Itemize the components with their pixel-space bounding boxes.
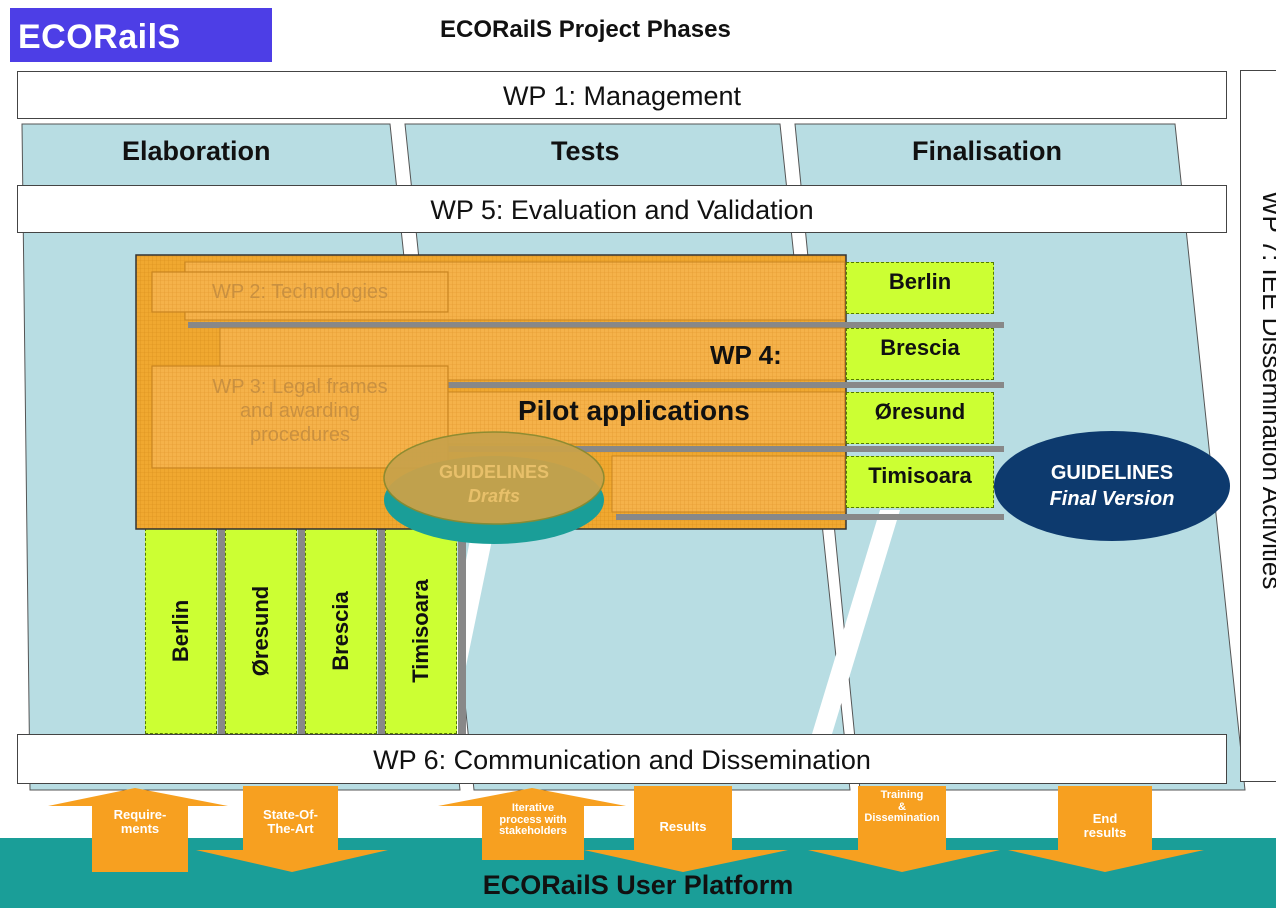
- strip-shadow: [616, 514, 1004, 520]
- guidelines-final-line: GUIDELINES: [1050, 462, 1174, 484]
- wp4-sublabel: Pilot applications: [518, 395, 750, 426]
- city-box-oresund: Øresund: [846, 392, 994, 444]
- arrow-label-line: Training: [880, 789, 924, 801]
- arrow-label-line: Iterative: [511, 802, 555, 814]
- column-shadow: [298, 528, 306, 734]
- wp4-strip-timisoara: [611, 455, 846, 513]
- arrow-label-requirements: Require- ments: [92, 808, 188, 835]
- strip-shadow: [448, 446, 1004, 452]
- wp2-box: [151, 271, 449, 313]
- arrow-up-iterative: [438, 788, 626, 860]
- arrow-up-requirements: [48, 788, 228, 872]
- strip-shadow: [222, 382, 1004, 388]
- arrow-label-line: results: [1083, 824, 1127, 840]
- column-shadow: [218, 528, 226, 734]
- city-box-berlin: Berlin: [846, 262, 994, 314]
- phase-elaboration: Elaboration: [122, 136, 271, 166]
- wp3-label-line: WP 3: Legal frames: [212, 376, 388, 398]
- arrow-label-state-of-the-art: State-Of- The-Art: [243, 808, 338, 835]
- user-platform-label: ECORailS User Platform: [482, 870, 794, 900]
- guidelines-draft-line: GUIDELINES: [438, 462, 549, 482]
- arrow-down-results: [584, 786, 788, 872]
- arrow-label-line: stakeholders: [499, 825, 567, 838]
- arrow-label-line: &: [898, 800, 906, 813]
- wp3-label-line: procedures: [249, 424, 351, 446]
- arrow-label-line: Require-: [113, 807, 167, 822]
- arrow-down-state-of-the-art: [196, 786, 388, 872]
- city-box-brescia: Brescia: [846, 328, 994, 380]
- wp1-management-bar: WP 1: Management: [17, 71, 1227, 119]
- guidelines-final-ellipse: [994, 431, 1230, 541]
- city-column-oresund: Øresund: [225, 528, 297, 734]
- column-shadow: [458, 528, 466, 734]
- arrow-label-line: The-Art: [267, 820, 314, 836]
- wp6-communication-bar: WP 6: Communication and Dissemination: [17, 734, 1227, 784]
- guidelines-final-line: Final Version: [1049, 488, 1175, 510]
- city-column-timisoara: Timisoara: [385, 528, 457, 734]
- arrow-down-end-results: [1008, 786, 1204, 872]
- wp5-evaluation-bar: WP 5: Evaluation and Validation: [17, 185, 1227, 233]
- wp3-label: WP 3: Legal frames and awarding procedur…: [152, 375, 448, 447]
- arrow-label-line: ments: [120, 820, 160, 836]
- wp7-dissemination-bar: WP 7: IEE Dissemination Activities: [1240, 70, 1276, 782]
- arrow-label-line: process with: [499, 813, 567, 826]
- city-column-brescia: Brescia: [305, 528, 377, 734]
- arrow-up-training: [808, 786, 1000, 872]
- wp3-label-line: and awarding: [239, 400, 361, 422]
- strip-shadow: [188, 322, 1004, 328]
- column-shadow: [378, 528, 386, 734]
- guidelines-draft-label: GUIDELINES Drafts: [384, 460, 604, 508]
- arrow-label-training: Training & Dissemination: [858, 789, 946, 825]
- wp2-label: WP 2: Technologies: [211, 281, 389, 303]
- guidelines-draft-ellipse: [383, 431, 605, 525]
- arrow-label-line: End: [1092, 811, 1118, 826]
- wp3-box: [151, 365, 449, 469]
- ecorails-logo: ECORailS: [10, 8, 272, 62]
- guidelines-draft-line: Drafts: [467, 486, 520, 506]
- arrow-label-line: Dissemination: [864, 812, 940, 825]
- city-box-timisoara: Timisoara: [846, 456, 994, 508]
- phase-finalisation: Finalisation: [912, 136, 1063, 166]
- arrow-label-line: State-Of-: [263, 807, 318, 822]
- diagram-title: ECORailS Project Phases: [440, 16, 731, 43]
- arrow-label-line: Results: [659, 819, 707, 834]
- city-column-berlin: Berlin: [145, 528, 217, 734]
- wp4-label: WP 4:: [710, 340, 782, 370]
- arrow-label-iterative: Iterative process with stakeholders: [482, 802, 584, 838]
- phase-divider-2: [812, 510, 900, 734]
- arrow-label-end-results: End results: [1058, 812, 1152, 839]
- phase-tests: Tests: [551, 136, 620, 166]
- guidelines-final-label: GUIDELINES Final Version: [994, 460, 1230, 512]
- arrow-label-results: Results: [634, 820, 732, 834]
